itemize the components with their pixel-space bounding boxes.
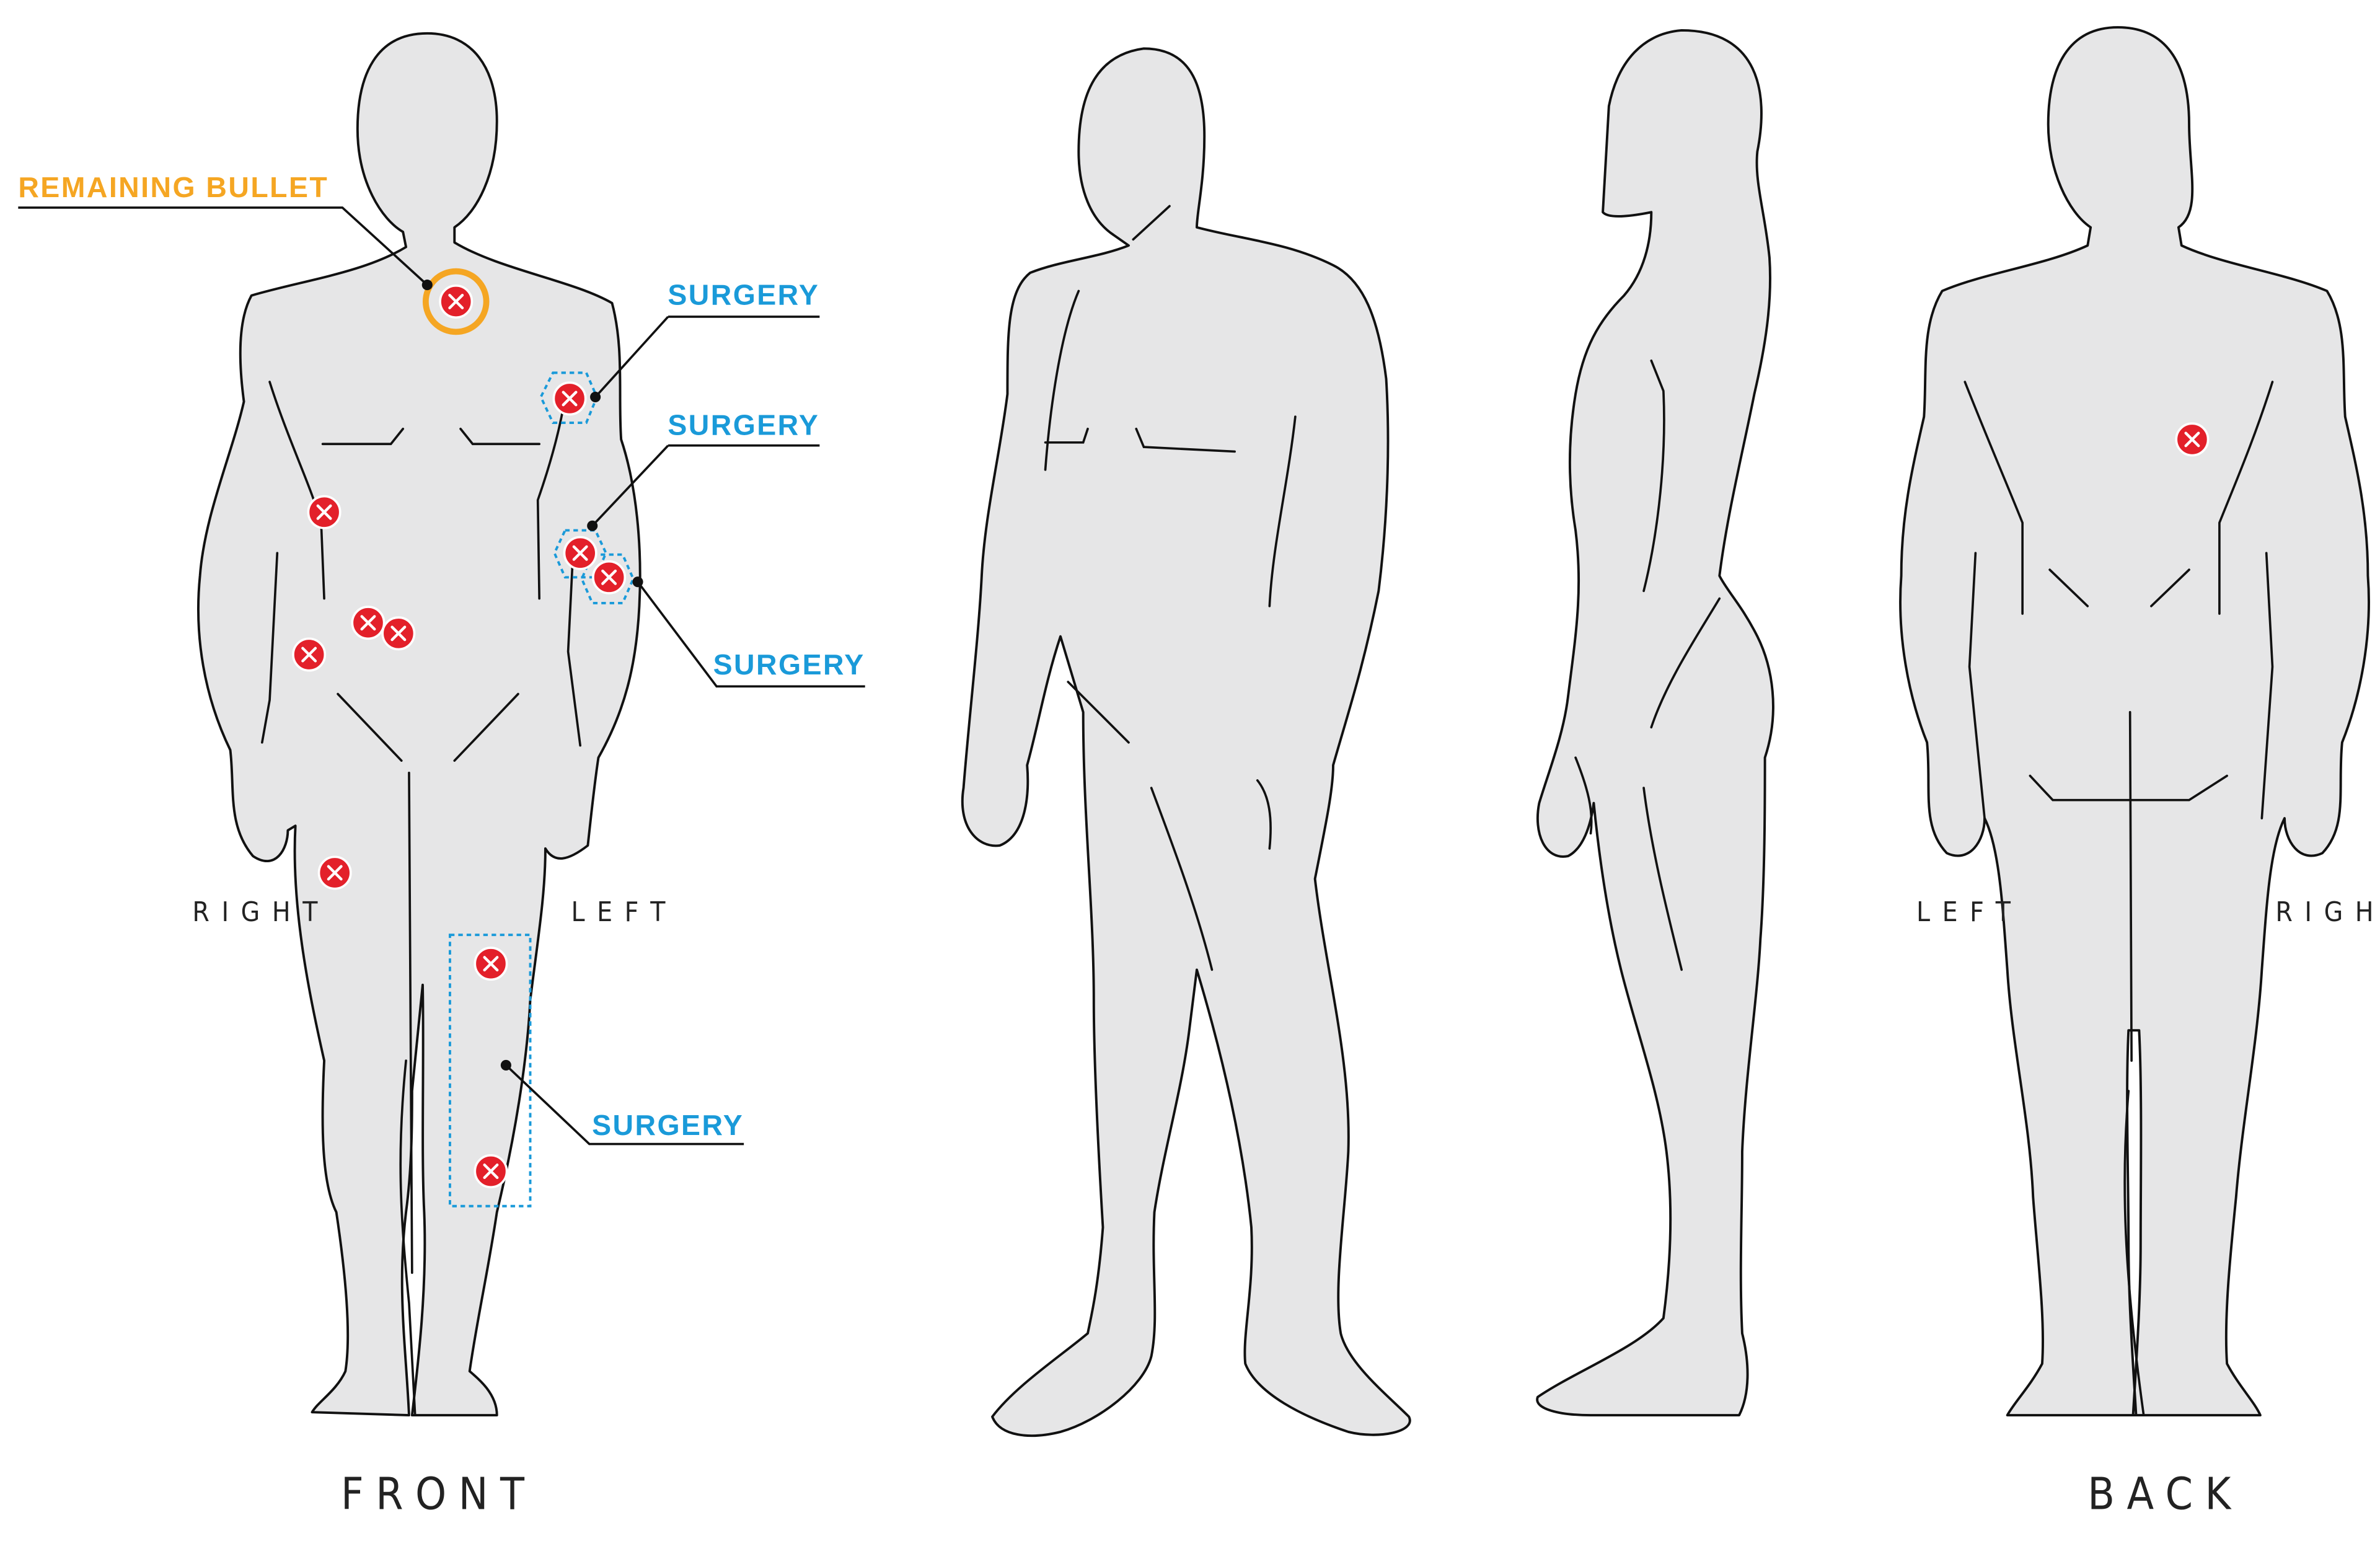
wound-thigh-left-lower [475,1155,506,1187]
three-quarter-figure [963,48,1410,1436]
wound-neck [440,286,472,317]
surgery-label-leg: SURGERY [592,1109,744,1141]
wound-arm-left-upper [565,537,596,569]
back-left-side-label: LEFT [1916,896,2022,928]
three-quarter-body-silhouette [963,48,1410,1436]
front-figure: REMAINING BULLET SURGERY SURGERY SURGERY… [18,33,865,1520]
back-body-silhouette [1900,27,2369,1415]
remaining-bullet-label: REMAINING BULLET [18,171,328,203]
back-view-title: BACK [2087,1468,2243,1520]
side-figure [1537,30,1773,1415]
wound-abdomen-2 [382,617,414,649]
wound-abdomen-1 [352,607,384,638]
surgery-label-chest: SURGERY [668,278,819,311]
wound-arm-right [308,497,340,528]
back-right-side-label: RIGHT [2275,896,2380,928]
front-left-side-label: LEFT [571,896,677,928]
wound-thigh-right [319,857,351,888]
surgery-label-arm-upper: SURGERY [668,409,819,441]
wound-back [2176,423,2208,455]
front-view-title: FRONT [341,1468,537,1520]
back-figure: LEFT RIGHT BACK [1900,27,2380,1520]
surgery-label-arm-lower: SURGERY [713,648,865,681]
wound-chest-left [553,382,585,414]
front-right-side-label: RIGHT [192,896,330,928]
wound-arm-left-lower [593,562,625,593]
wound-thigh-left-upper [475,948,506,979]
side-body-silhouette [1537,30,1773,1415]
wound-forearm-right [293,638,325,670]
